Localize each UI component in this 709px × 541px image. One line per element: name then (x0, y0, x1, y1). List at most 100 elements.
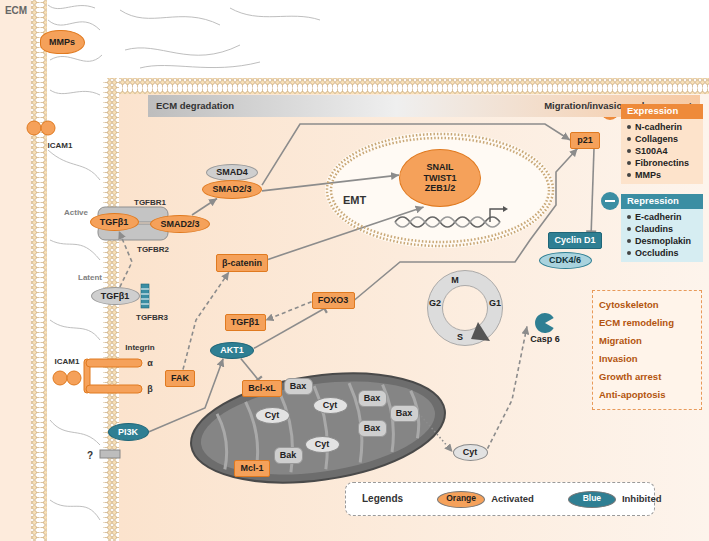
node-text: Bax (364, 423, 381, 433)
transcription-arrow (490, 209, 503, 222)
protein-ellipse: TGFβ1 (91, 287, 140, 305)
caspase-icon (532, 312, 558, 334)
cell-cycle-ring (435, 278, 495, 338)
icam1-symbol (67, 371, 81, 385)
node-text: CDK4/6 (549, 255, 581, 265)
bullet-dot (627, 137, 631, 141)
node-text: Desmoplakin (635, 236, 691, 246)
transcription-arrowhead (503, 206, 508, 212)
list-row: Expression (621, 104, 703, 119)
node-text: SMAD2/3 (212, 184, 251, 194)
node-text: Growth arrest (599, 372, 661, 383)
legend-box: LegendsOrangeActivatedBlueInhibited (345, 482, 655, 516)
mitochondrion (184, 359, 452, 498)
node-text: β-catenin (222, 258, 262, 268)
protein-ellipse: SNAIL TWIST1 ZEB1/2 (399, 149, 481, 207)
node-text: FOXO3 (318, 295, 349, 305)
pathway-connector (119, 231, 132, 287)
dna-strand (395, 217, 500, 227)
bullet-dot (627, 215, 631, 219)
cell-cycle-arrowhead (471, 322, 490, 341)
list-row: MMPs (621, 169, 703, 181)
bullet-dot (627, 173, 631, 177)
list-row: S100A4 (621, 145, 703, 157)
part-label: ECM (4, 5, 28, 16)
protein-box: Bax (358, 420, 387, 437)
node-text: Cyclin D1 (554, 235, 595, 245)
node-text: Bak (280, 450, 297, 460)
node-text: p21 (577, 135, 593, 145)
part-label: α (146, 359, 154, 369)
gradient-band: ECM degradationMigration/invasion enhanc… (148, 95, 700, 117)
part-label: Latent (77, 274, 103, 283)
node-text: Bcl-xL (248, 383, 276, 393)
node-text: Claudins (635, 224, 673, 234)
legend-text: Activated (491, 494, 534, 505)
bullet-dot (627, 161, 631, 165)
list-row: Occludins (621, 247, 703, 259)
pathway-connector (149, 359, 224, 433)
node-text: SMAD2/3 (160, 219, 199, 229)
part-label: TGFBR1 (133, 199, 167, 208)
cell-cycle-outline (443, 286, 488, 331)
list-row: Invasion (599, 350, 695, 368)
list-row: Claudins (621, 223, 703, 235)
legend-swatch: Blue (568, 491, 616, 508)
nuclear-membrane (331, 138, 549, 242)
part-label: G1 (488, 299, 502, 309)
node-text: Bax (290, 381, 307, 391)
part-label: Active (63, 209, 89, 218)
pathway-connector (419, 413, 453, 452)
cell-membrane (119, 78, 709, 94)
bullet-dot (627, 149, 631, 153)
protein-ellipse: Cyt (255, 407, 290, 424)
node-text: FAK (171, 373, 189, 383)
pathway-connector (591, 149, 594, 232)
node-text: Legends (362, 493, 403, 505)
node-text: Bax (396, 408, 413, 418)
node-text: PI3K (118, 427, 138, 437)
bullet-dot (627, 125, 631, 129)
node-text: Cyt (323, 400, 338, 410)
protein-box: Bak (274, 447, 303, 464)
node-text: Cyt (315, 439, 330, 449)
node-text: Cyt (463, 447, 478, 457)
list-row: Anti-apoptosis (599, 386, 695, 404)
unknown-receptor (100, 450, 120, 458)
enzyme-blob: MMPs (40, 30, 85, 54)
protein-box: Cyclin D1 (548, 232, 602, 249)
icam1-symbol (53, 371, 67, 385)
node-text: Expression (627, 106, 678, 117)
list-row: Growth arrest (599, 368, 695, 386)
node-text: E-cadherin (635, 212, 682, 222)
node-text: Casp 6 (530, 334, 560, 344)
pathway-connector (241, 359, 258, 380)
node-text: Bax (364, 393, 381, 403)
protein-box: FAK (165, 370, 195, 387)
expression-list: ExpressionN-cadherinCollagensS100A4Fibro… (621, 104, 703, 184)
pathway-connector (268, 207, 424, 259)
node-text: AKT1 (220, 345, 244, 355)
mitochondrion-outer (184, 359, 452, 498)
protein-ellipse: TGFβ1 (90, 213, 139, 231)
node-text: TGFβ1 (101, 291, 130, 301)
icam1-symbol (41, 121, 55, 135)
cristae (215, 372, 424, 483)
node-text: Fibronectins (635, 158, 689, 168)
node-text: EMT (343, 194, 366, 207)
legend-swatch: Orange (437, 491, 485, 508)
icam1-symbol (27, 121, 41, 135)
effect-box: CytoskeletonECM remodelingMigrationInvas… (592, 290, 702, 410)
node-text: ECM remodeling (599, 318, 674, 329)
protein-box: Bax (358, 390, 387, 407)
part-label: ICAM1 (47, 142, 74, 151)
protein-box: Mcl-1 (234, 460, 270, 477)
caspase-symbol: Casp 6 (527, 312, 563, 349)
pathway-connector (266, 302, 312, 321)
protein-box: β-catenin (216, 254, 268, 272)
part-label: ? (86, 450, 94, 461)
part-label: M (450, 276, 460, 286)
node-text: S100A4 (635, 146, 668, 156)
